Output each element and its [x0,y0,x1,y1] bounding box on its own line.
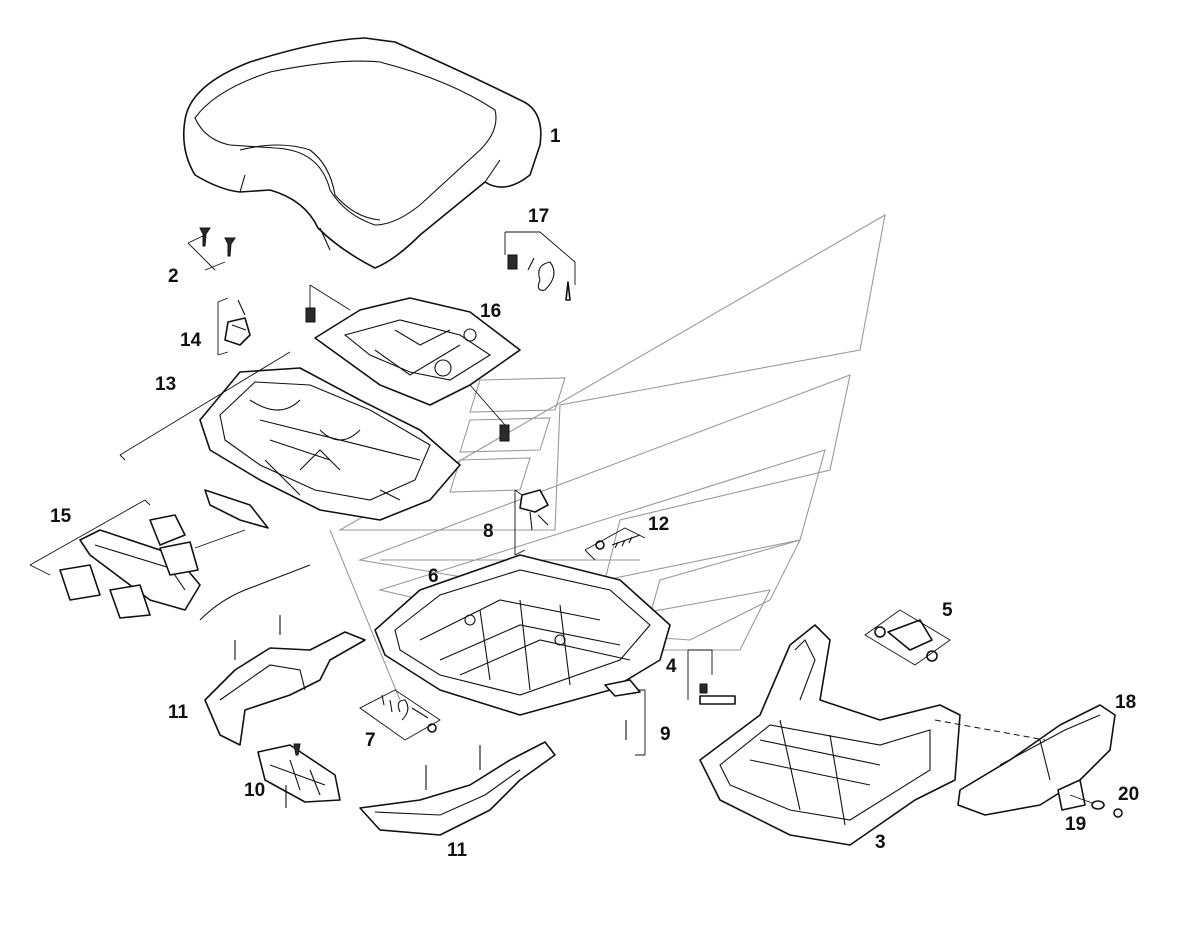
callout-16: 16 [480,301,501,322]
callout-20: 20 [1118,784,1139,805]
callout-5: 5 [942,600,953,621]
side-rail-icon [204,615,366,746]
callout-6: 6 [428,566,439,587]
seat-base-icon [699,624,961,846]
callout-18: 18 [1115,692,1136,713]
callout-12: 12 [648,514,669,535]
bracket-bolt-icon [864,609,951,666]
top-plate-icon [305,284,521,442]
callout-4: 4 [666,656,677,677]
clip-spring-icon [359,689,441,741]
callout-17: 17 [528,206,549,227]
screw-icon [187,227,236,271]
callout-2: 2 [168,266,179,287]
callout-13: 13 [155,374,176,395]
callout-15: 15 [50,506,72,527]
washer-nut-icon [1069,794,1123,818]
callout-11-upper: 11 [168,702,189,723]
callout-8: 8 [483,521,494,542]
callout-19: 19 [1065,814,1086,835]
spring-clip-icon [504,231,576,301]
lower-frame-icon [374,554,671,716]
callout-10: 10 [244,780,265,801]
callout-3: 3 [875,832,886,853]
latch-icon [257,743,341,808]
bracket-icon [217,297,251,356]
armrest-bracket-icon [29,489,311,621]
callout-9: 9 [660,724,671,745]
adjuster-icon [514,489,549,556]
seat-pan-icon [119,351,461,521]
callout-14: 14 [180,330,202,351]
callout-labels: 1 2 17 16 14 13 15 8 12 6 5 4 18 11 7 9 … [50,126,1139,861]
plate-icon [604,679,646,756]
side-rail-lower-icon [359,741,556,836]
armrest-icon [934,704,1116,816]
ghost-guides [329,213,886,701]
callout-7: 7 [365,730,376,751]
seat-cushion-icon [182,37,542,269]
callout-11-lower: 11 [447,840,468,861]
pin-icon [687,649,736,705]
spring-icon [584,527,646,561]
callout-1: 1 [550,126,561,147]
